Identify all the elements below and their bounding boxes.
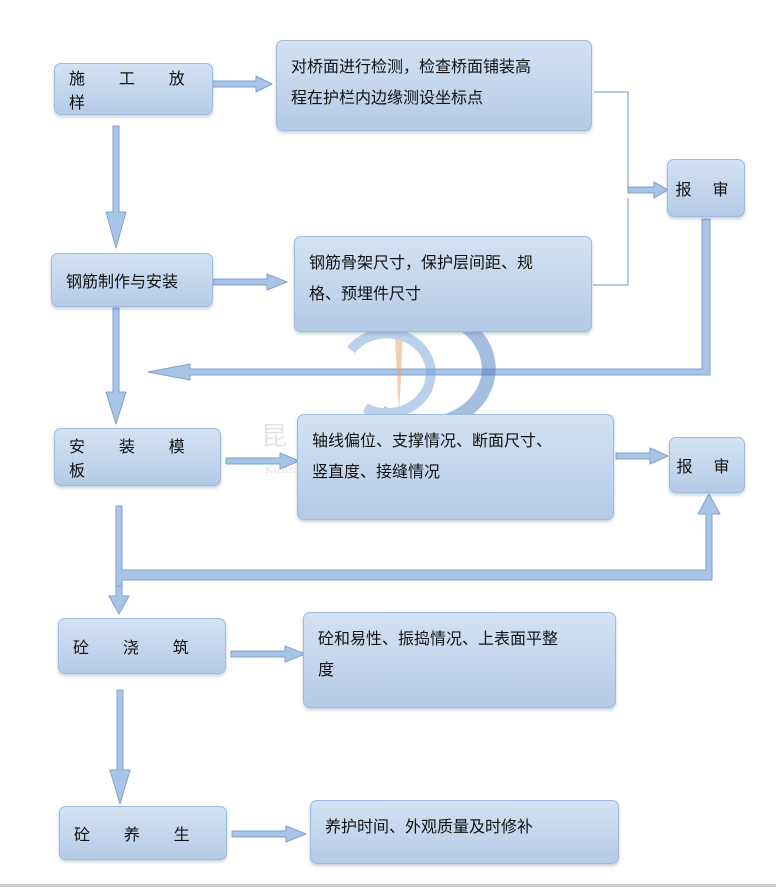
- detail-rebar-line1: 钢筋骨架尺寸，保护层间距、规: [309, 253, 534, 272]
- detail-layout-line1: 对桥面进行检测，检查桥面铺装高: [291, 57, 532, 76]
- bottom-divider: [0, 884, 776, 887]
- arrow-to-step4: [108, 585, 130, 615]
- step-concrete-pouring: 砼 浇 筑: [58, 618, 226, 674]
- arrow-step1-to-detail1: [211, 75, 273, 93]
- arrow-step1-to-step2: [105, 125, 127, 249]
- detail-formwork-line2: 竖直度、接缝情况: [312, 462, 441, 482]
- detail-rebar-inspection: 钢筋骨架尺寸，保护层间距、规 格、预埋件尺寸: [294, 236, 592, 332]
- detail-formwork-inspection: 轴线偏位、支撑情况、断面尺寸、 竖直度、接缝情况: [297, 414, 614, 520]
- step-construction-layout: 施 工 放 样: [54, 63, 213, 115]
- detail-pouring-line1: 砼和易性、振捣情况、上表面平整: [318, 629, 559, 648]
- detail-rebar-line2: 格、预埋件尺寸: [309, 284, 422, 304]
- arrow-step5-to-detail5: [231, 825, 307, 843]
- step-formwork-installation: 安 装 模 板: [54, 428, 221, 486]
- arrow-step4-to-step5: [109, 689, 131, 805]
- bracket-detail2: [593, 198, 629, 286]
- arrow-step2-to-step3: [105, 307, 127, 425]
- arrow-step2-to-detail2: [212, 273, 288, 291]
- step-rebar-fabrication: 钢筋制作与安装: [51, 253, 213, 307]
- step-concrete-curing: 砼 养 生: [59, 806, 227, 860]
- detail-formwork-line1: 轴线偏位、支撑情况、断面尺寸、: [312, 431, 553, 450]
- detail-curing-inspection: 养护时间、外观质量及时修补: [310, 800, 619, 864]
- bracket-detail1: [594, 91, 629, 190]
- review-box-2: 报 审: [669, 437, 745, 493]
- detail-layout-inspection: 对桥面进行检测，检查桥面铺装高 程在护栏内边缘测设坐标点: [276, 40, 592, 131]
- arrow-bracket-to-review1: [627, 181, 670, 199]
- detail-curing-line1: 养护时间、外观质量及时修补: [325, 817, 534, 836]
- detail-layout-line2: 程在护栏内边缘测设坐标点: [291, 88, 484, 108]
- arrow-step3-to-detail3: [225, 452, 300, 470]
- detail-pouring-inspection: 砼和易性、振捣情况、上表面平整 度: [303, 612, 616, 708]
- detail-pouring-line2: 度: [318, 660, 335, 680]
- review-box-1: 报 审: [667, 159, 745, 217]
- arrow-step4-to-detail4: [230, 645, 306, 663]
- arrow-detail3-to-review2: [615, 447, 669, 465]
